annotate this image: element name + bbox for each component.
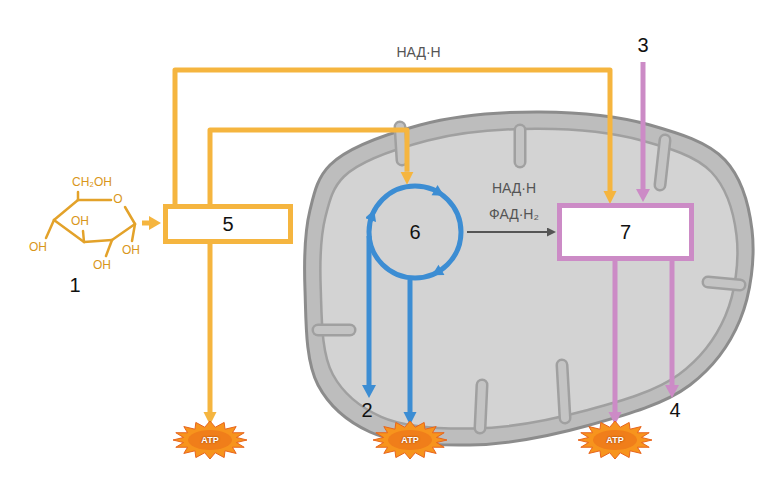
crista-fold — [514, 130, 527, 162]
arrow-shaft — [142, 221, 150, 226]
crista-fold — [660, 140, 665, 185]
arrow-head — [362, 385, 376, 398]
star-burst — [373, 421, 447, 459]
cristae — [318, 127, 740, 428]
chemical-group: CH₂OH — [72, 176, 112, 190]
carrier-label: НАД·Н — [492, 180, 536, 196]
ring-bond — [125, 207, 135, 224]
flow-arrow — [467, 231, 547, 233]
star-burst — [578, 421, 652, 459]
star-core — [388, 430, 432, 450]
callout-number: 1 — [69, 274, 80, 297]
arrow-head — [636, 189, 650, 202]
crista-fold — [708, 282, 740, 285]
cycle-arrowhead — [432, 265, 445, 276]
crista-fold — [516, 130, 524, 162]
cycle-ring — [369, 186, 461, 278]
product-arrow — [670, 261, 675, 386]
chemical-group: OH — [29, 241, 47, 255]
callout-number: 3 — [637, 34, 648, 57]
atp-text: ATP — [201, 435, 218, 445]
crista-fold — [660, 140, 665, 185]
flow-arrow — [613, 261, 618, 412]
crista-fold — [480, 385, 482, 428]
chemical-group: OH — [71, 215, 89, 229]
oxygen-arrow — [641, 62, 646, 190]
chemical-group: OH — [93, 259, 111, 273]
ring-bond — [112, 224, 135, 240]
krebs-cycle: 6 — [366, 183, 464, 281]
substituent-bond — [83, 231, 84, 242]
stage-number: 7 — [620, 221, 631, 244]
atp-burst: ATP — [372, 420, 448, 460]
flow-arrow — [210, 130, 407, 204]
carrier-label: ФАД·H₂ — [489, 206, 539, 222]
callout-number: 4 — [669, 399, 680, 422]
flow-arrow — [208, 244, 213, 412]
cycle-arrowhead — [432, 185, 445, 196]
substituent-bond — [132, 224, 135, 241]
glucose-arrow — [142, 216, 161, 230]
product-arrow — [367, 236, 372, 386]
outer-membrane — [305, 112, 753, 445]
flow-arrow — [175, 70, 610, 204]
star-core — [593, 430, 637, 450]
ring-bond — [78, 199, 111, 202]
substituent-bond — [46, 220, 54, 238]
cycle-arrowhead — [366, 210, 376, 222]
atp-burst: ATP — [577, 420, 653, 460]
callout-number: 2 — [361, 399, 372, 422]
chemical-group: OH — [122, 244, 140, 258]
stage-number: 6 — [409, 221, 420, 244]
atp-burst: ATP — [172, 420, 248, 460]
ring-oxygen: O — [113, 193, 122, 207]
carrier-label: НАД·Н — [395, 44, 443, 60]
side-arrows — [636, 62, 650, 202]
substituent-bond — [77, 192, 80, 200]
arrow-head — [665, 385, 679, 398]
flow-arrow — [408, 280, 413, 412]
crista-fold — [562, 365, 565, 418]
atp-text: ATP — [401, 435, 418, 445]
stage-number: 5 — [222, 213, 233, 236]
star-burst — [173, 421, 247, 459]
crista-fold — [562, 365, 565, 418]
atp-text: ATP — [606, 435, 623, 445]
glycolysis-box: 5 — [163, 204, 293, 244]
glucose-ring — [46, 192, 135, 256]
electron-chain-box: 7 — [557, 203, 694, 261]
crista-fold — [318, 326, 350, 334]
crista-fold — [318, 324, 350, 337]
crista-fold — [708, 282, 740, 285]
ring-bond — [84, 240, 112, 242]
star-core — [188, 430, 232, 450]
arrow-head — [149, 216, 161, 230]
crista-fold — [480, 385, 482, 428]
inner-membrane — [320, 129, 737, 429]
substituent-bond — [106, 240, 112, 256]
